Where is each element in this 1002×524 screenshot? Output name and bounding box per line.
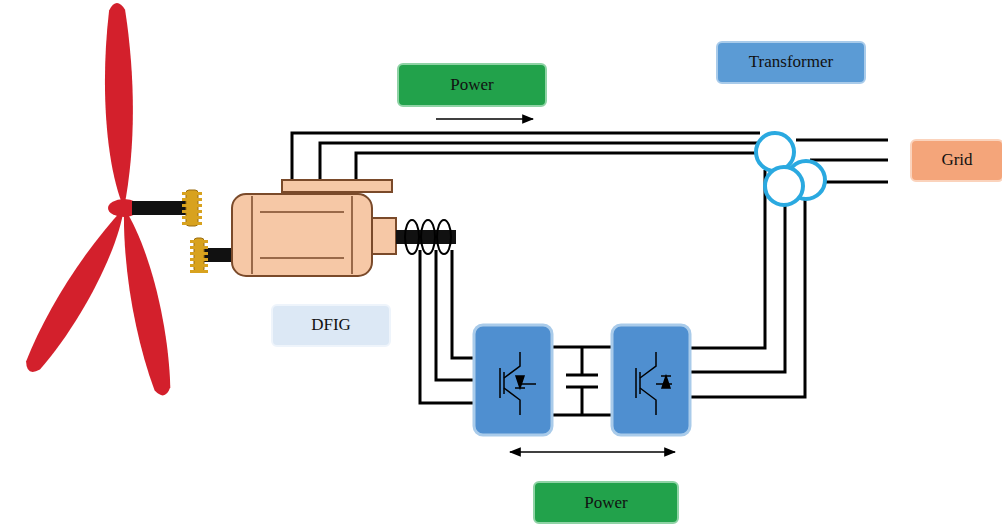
generator-body [232,180,456,276]
grid-label: Grid [910,139,1002,182]
gearbox [132,190,234,273]
stator-wires [292,133,760,186]
node-text: Transformer [749,52,833,72]
rotor-wires [420,250,474,403]
power-label: Power [397,63,547,107]
rotor-converter [474,325,552,435]
node-text: DFIG [311,315,351,335]
transformer-label: Transformer [716,41,866,84]
slip-rings [405,220,451,254]
dfig-label: DFIG [271,304,391,347]
transformer-symbol [756,133,825,205]
turbine-rotor [19,3,179,398]
flow-arrow [436,118,533,120]
power-label: Power [533,481,679,524]
node-text: Power [584,493,627,513]
grid-converter [612,325,690,435]
node-text: Power [450,75,493,95]
flow-arrow [510,451,675,453]
dc-link [552,347,612,415]
node-text: Grid [941,150,972,170]
